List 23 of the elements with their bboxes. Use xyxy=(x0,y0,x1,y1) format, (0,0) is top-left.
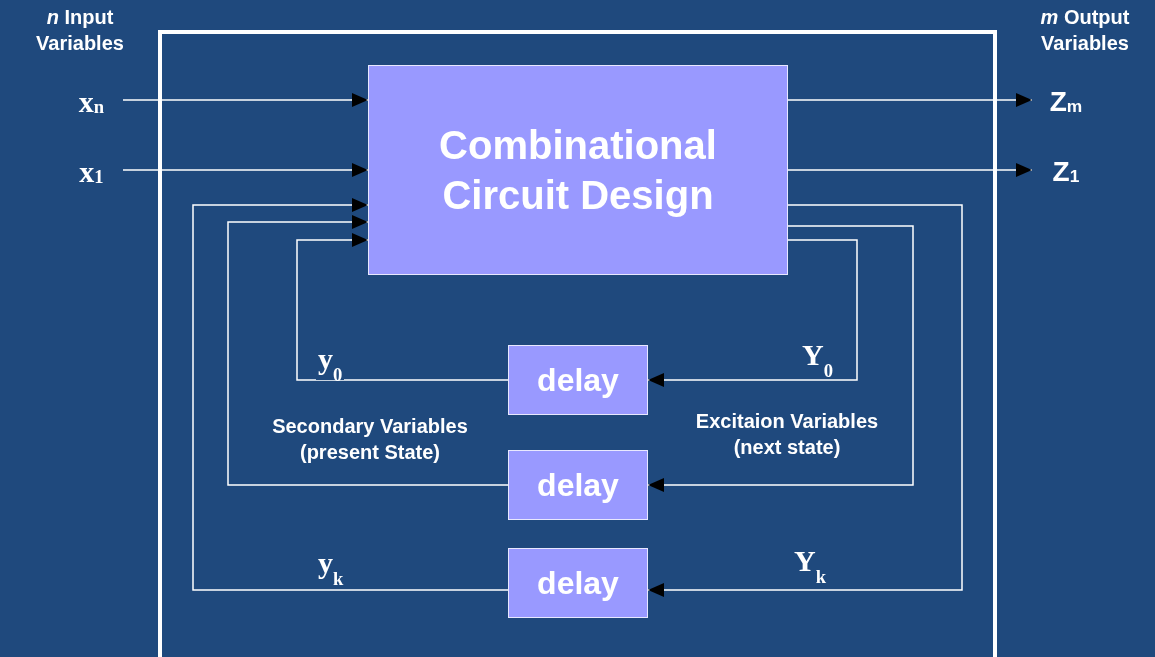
box-label: delay xyxy=(536,466,620,505)
arrow xyxy=(122,163,369,177)
process-box xyxy=(368,65,788,275)
arrow xyxy=(647,204,963,597)
delay-box xyxy=(508,345,648,415)
arrow xyxy=(192,198,509,591)
box-label: Combinational Circuit Design xyxy=(438,122,718,219)
box-label: delay xyxy=(536,564,620,603)
box-label: delay xyxy=(536,361,620,400)
caption-text: Excitaion Variables (next state) xyxy=(694,409,880,460)
arrow xyxy=(647,239,858,387)
arrow xyxy=(787,93,1033,107)
delay-box xyxy=(508,450,648,520)
arrow xyxy=(787,163,1033,177)
frame-box xyxy=(158,30,997,657)
arrow xyxy=(296,233,509,381)
arrow xyxy=(227,215,509,486)
caption-text: n Input Variables xyxy=(35,5,125,56)
delay-box xyxy=(508,548,648,618)
caption-text: Secondary Variables (present State) xyxy=(271,414,469,465)
caption-text: m Output Variables xyxy=(1039,5,1131,56)
arrow xyxy=(647,225,914,492)
arrow xyxy=(122,93,369,107)
